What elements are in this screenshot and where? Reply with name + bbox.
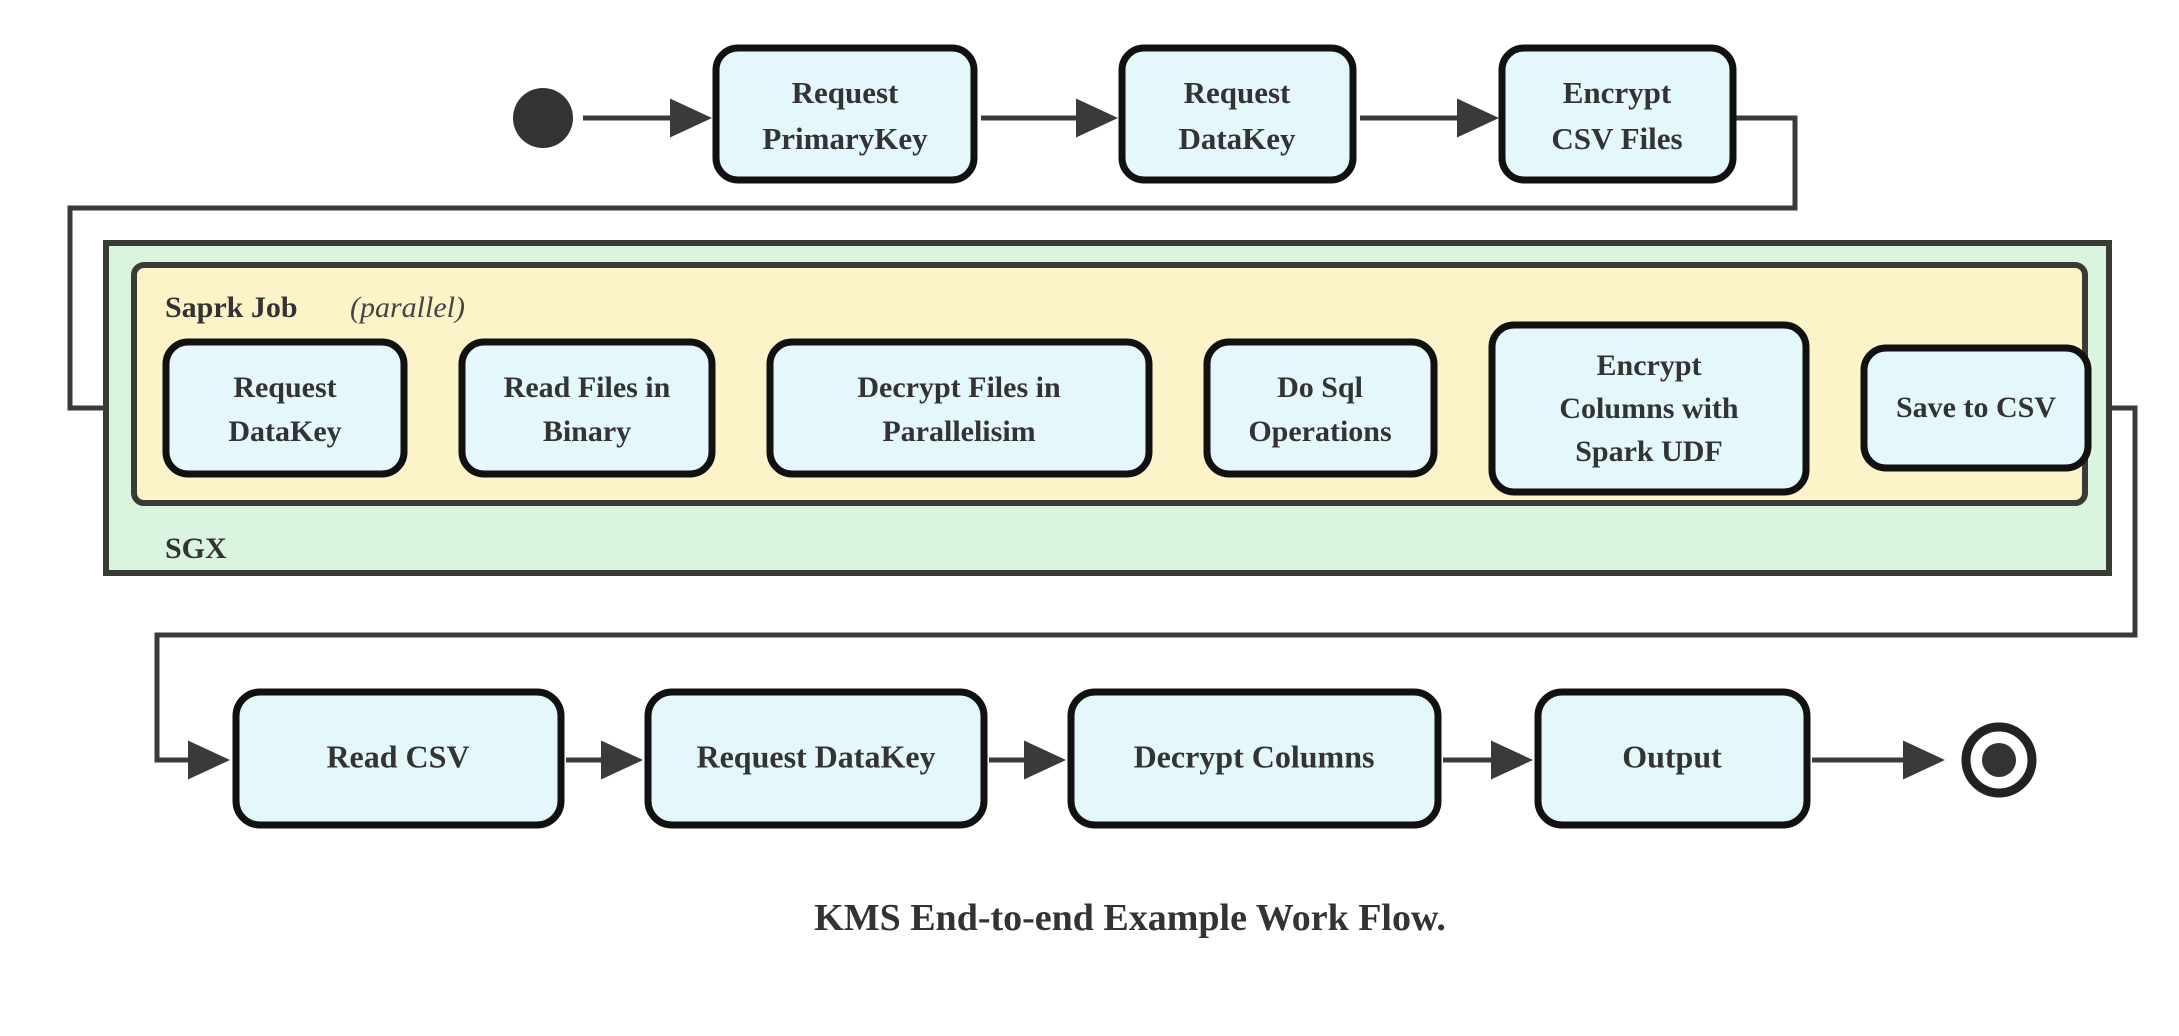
node-label: Read CSV — [326, 738, 469, 774]
sgx-label: SGX — [165, 532, 227, 565]
node-label: Encrypt — [1597, 349, 1702, 382]
spark-job-label-suffix: (parallel) — [350, 291, 465, 324]
node-label: Decrypt Columns — [1134, 738, 1375, 774]
node-label: Read Files in — [504, 371, 671, 404]
node-encrypt-columns-with-spark-udf[interactable]: Encrypt Columns with Spark UDF — [1488, 321, 1810, 496]
node-label: Request DataKey — [696, 738, 935, 774]
node-label: DataKey — [228, 415, 341, 448]
node-label: Request — [1184, 75, 1291, 110]
node-label: CSV Files — [1551, 121, 1682, 156]
diagram-caption: KMS End-to-end Example Work Flow. — [814, 897, 1446, 939]
node-label: Decrypt Files in — [857, 371, 1061, 404]
node-decrypt-columns[interactable]: Decrypt Columns — [1067, 688, 1442, 829]
node-label: DataKey — [1178, 121, 1296, 156]
node-read-files-in-binary[interactable]: Read Files in Binary — [458, 338, 716, 478]
node-label: Request — [233, 371, 336, 404]
node-request-datakey-bottom[interactable]: Request DataKey — [644, 688, 988, 829]
edge-encrypt-csv-to-spark-datakey — [67, 115, 1798, 428]
node-read-csv[interactable]: Read CSV — [232, 688, 565, 829]
node-do-sql-operations[interactable]: Do Sql Operations — [1203, 338, 1438, 478]
spark-job-label: Saprk Job — [165, 291, 298, 324]
node-label: Do Sql — [1277, 371, 1363, 404]
node-label: Spark UDF — [1575, 435, 1723, 468]
node-label: Parallelisim — [882, 415, 1035, 448]
node-request-datakey-top[interactable]: Request DataKey — [1118, 44, 1357, 184]
node-label: Output — [1622, 738, 1722, 774]
node-label: Request — [792, 75, 899, 110]
edge-save-csv-to-read-csv — [154, 405, 2138, 780]
end-node — [1961, 722, 2037, 798]
start-node — [513, 88, 573, 148]
node-label: Binary — [543, 415, 631, 448]
node-encrypt-csv-files[interactable]: Encrypt CSV Files — [1498, 44, 1737, 184]
node-request-primarykey[interactable]: Request PrimaryKey — [712, 44, 978, 184]
node-label: Operations — [1248, 415, 1391, 448]
node-request-datakey-spark[interactable]: Request DataKey — [162, 338, 408, 478]
node-save-to-csv[interactable]: Save to CSV — [1860, 344, 2092, 472]
node-label: Encrypt — [1563, 75, 1672, 110]
node-label: PrimaryKey — [762, 121, 928, 156]
node-output[interactable]: Output — [1534, 688, 1811, 829]
node-label: Save to CSV — [1896, 391, 2056, 424]
node-decrypt-files-in-parallelisim[interactable]: Decrypt Files in Parallelisim — [766, 338, 1153, 478]
node-label: Columns with — [1559, 392, 1739, 425]
